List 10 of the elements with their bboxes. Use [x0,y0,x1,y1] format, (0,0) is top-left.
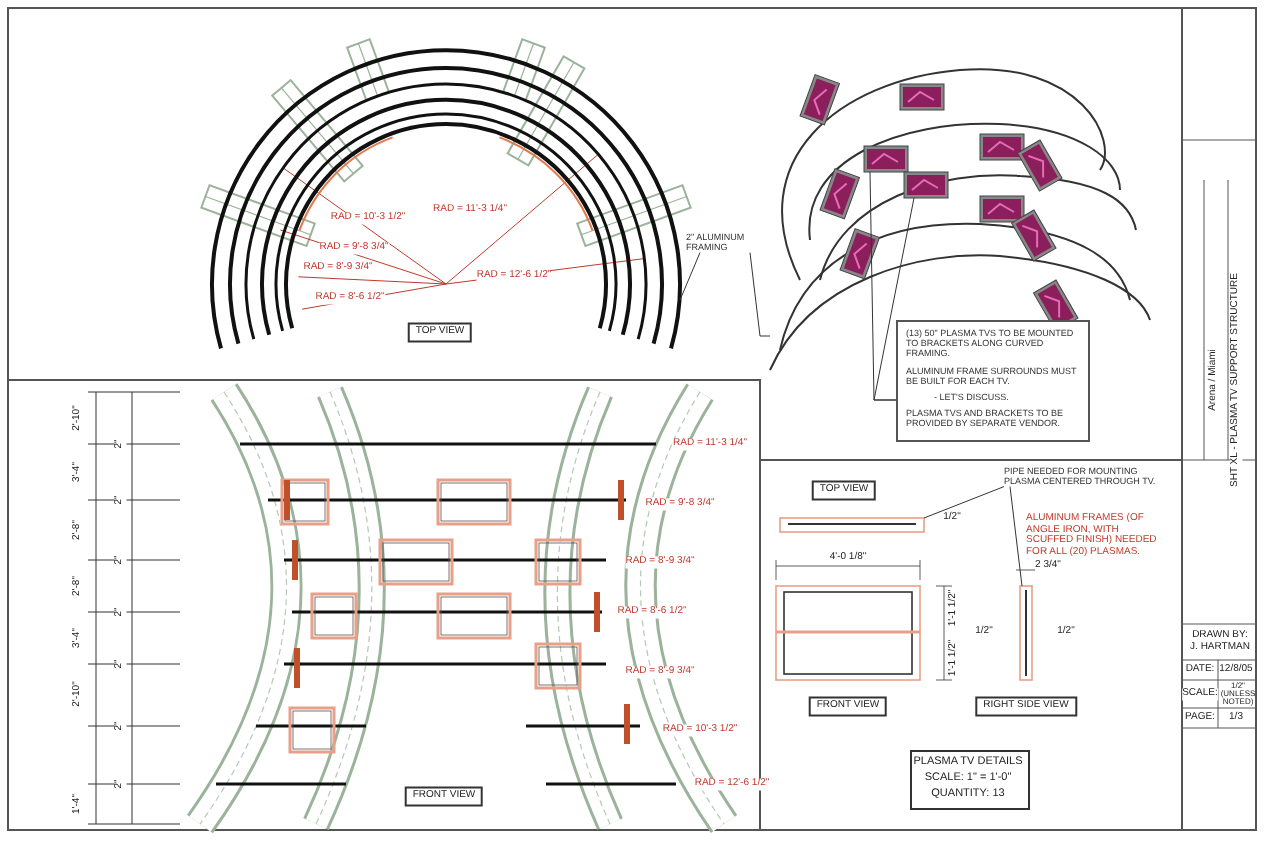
leader-line [923,486,1005,519]
plasma-side-view-drawing [1019,585,1033,681]
leader-line [749,252,771,337]
leader-line [1009,486,1023,587]
plasma-tv-drawing [903,171,949,199]
plasma-top-view-drawing [779,517,925,533]
curved-framing-drawing [210,48,682,349]
plasma-tv-drawing [863,145,909,173]
leader-line [679,252,701,301]
leader-line [873,197,915,401]
